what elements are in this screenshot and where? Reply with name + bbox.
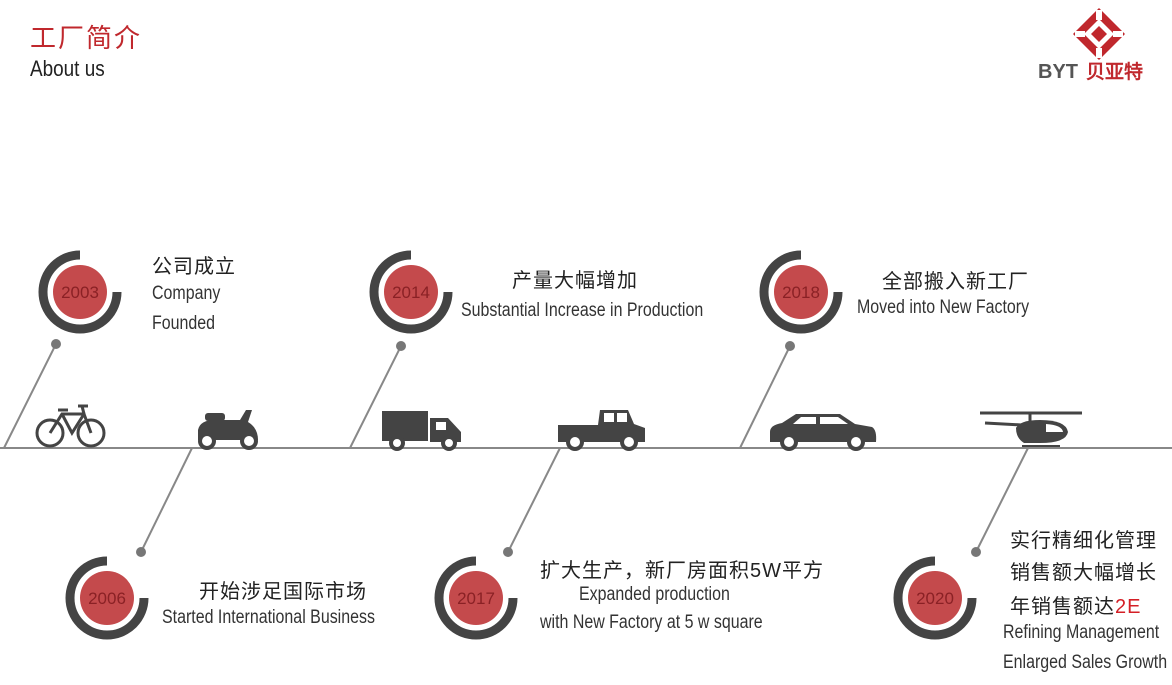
connector-2014	[349, 345, 402, 449]
dot-2014	[396, 341, 406, 351]
dot-2003	[51, 339, 61, 349]
event-2014-en1: Substantial Increase in Production	[461, 300, 704, 321]
dot-2020	[971, 547, 981, 557]
pickup-truck-icon	[558, 410, 645, 451]
dot-2006	[136, 547, 146, 557]
event-2017-cn: 扩大生产，新厂房面积5W平方	[540, 560, 824, 582]
connector-2006	[140, 447, 193, 553]
event-2018-en1: Moved into New Factory	[857, 297, 1030, 318]
year-badge-2020: 2020	[893, 556, 977, 640]
year-2014: 2014	[392, 283, 430, 302]
dot-2017	[503, 547, 513, 557]
event-2020-cn3-prefix: 年销售额达	[1010, 596, 1115, 618]
connector-2018	[739, 345, 791, 449]
year-badge-2006: 2006	[65, 556, 149, 640]
bicycle-icon	[35, 404, 106, 448]
event-2020-en2: Enlarged Sales Growth	[1003, 652, 1168, 673]
event-2006-en1: Started International Business	[162, 607, 375, 628]
event-2020-cn1: 实行精细化管理	[1010, 530, 1157, 552]
year-badge-2018: 2018	[759, 250, 843, 334]
event-2017-en2: with New Factory at 5 w square	[540, 612, 763, 633]
event-2020-cn3: 年销售额达2E	[1010, 590, 1141, 619]
year-2006: 2006	[88, 589, 126, 608]
page-title-cn: 工厂简介	[30, 23, 143, 53]
box-truck-icon	[382, 411, 461, 451]
scooter-icon	[198, 410, 258, 450]
svg-text:贝亚特: 贝亚特	[1086, 61, 1143, 83]
event-2006-cn: 开始涉足国际市场	[199, 581, 367, 603]
event-2020-cn2: 销售额大幅增长	[1010, 562, 1157, 584]
connector-2017	[507, 447, 561, 553]
connector-2003	[3, 343, 57, 449]
year-2017: 2017	[457, 589, 495, 608]
event-2020-en1: Refining Management	[1003, 622, 1160, 643]
connector-2020	[975, 447, 1029, 553]
sedan-car-icon	[770, 414, 877, 451]
event-2003-en2: Founded	[152, 313, 216, 334]
year-2003: 2003	[61, 283, 99, 302]
event-2017-en1: Expanded production	[579, 584, 730, 605]
page-title-en: About us	[30, 56, 105, 81]
event-2018-cn: 全部搬入新工厂	[882, 271, 1029, 293]
svg-text:BYT: BYT	[1038, 61, 1078, 83]
year-badge-2014: 2014	[369, 250, 453, 334]
year-2020: 2020	[916, 589, 954, 608]
event-2003-en1: Company	[152, 283, 221, 304]
byt-logo-icon: BYT 贝亚特	[1038, 8, 1143, 83]
year-badge-2017: 2017	[434, 556, 518, 640]
helicopter-icon	[980, 411, 1082, 447]
dot-2018	[785, 341, 795, 351]
year-2018: 2018	[782, 283, 820, 302]
event-2020-sales-highlight: 2E	[1115, 596, 1142, 618]
year-badge-2003: 2003	[38, 250, 122, 334]
event-2014-cn: 产量大幅增加	[512, 270, 638, 292]
event-2003-cn: 公司成立	[152, 256, 236, 278]
